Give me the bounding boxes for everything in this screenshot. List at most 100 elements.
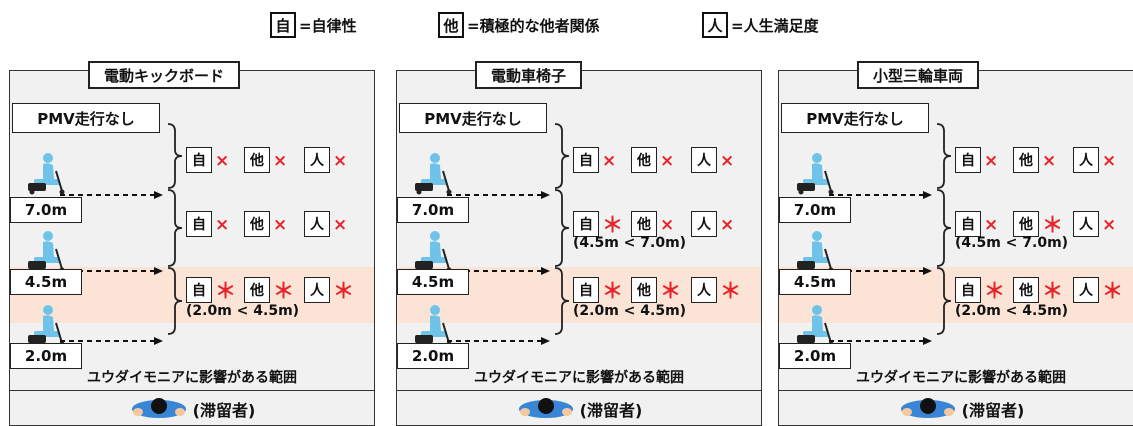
result-symbol: 人 xyxy=(691,211,717,237)
result-symbol: 他 xyxy=(631,211,657,237)
range-bracket-icon xyxy=(554,123,570,189)
pmv-rider xyxy=(26,229,70,273)
approach-arrow xyxy=(60,261,164,275)
result-mark: × xyxy=(720,215,735,235)
bracket-path xyxy=(936,189,952,267)
vehicle-body xyxy=(797,261,815,269)
result-mark: × xyxy=(602,151,617,171)
range-bracket-icon xyxy=(936,189,952,267)
result-mark: × xyxy=(1102,215,1117,235)
rider-head xyxy=(43,305,53,315)
range-bracket-icon xyxy=(167,189,183,267)
result-symbol: 他 xyxy=(1013,211,1039,237)
arrow-head xyxy=(541,267,550,275)
rider-head xyxy=(430,153,440,163)
vehicle-handle xyxy=(55,248,63,270)
bracket-path xyxy=(554,267,570,335)
distance-label: 4.5m xyxy=(779,269,851,295)
stayer: (滞留者) xyxy=(779,397,1133,421)
legend-label: =積極的な他者関係 xyxy=(467,16,600,35)
pmv-rider-icon xyxy=(28,153,65,195)
stayer: (滞留者) xyxy=(10,397,374,421)
result-symbol: 人 xyxy=(691,277,717,303)
stayer-person-icon xyxy=(900,398,955,418)
pmv-rider xyxy=(26,303,70,347)
result-mark: ＊ xyxy=(273,279,294,303)
result-mark: ＊ xyxy=(720,279,741,303)
result-symbol: 人 xyxy=(304,147,330,173)
rider-head xyxy=(43,153,53,163)
result-symbol: 自 xyxy=(186,277,212,303)
vehicle-body xyxy=(415,183,433,191)
result-mark: ＊ xyxy=(1042,279,1063,303)
result-symbol: 人 xyxy=(304,277,330,303)
range-bracket xyxy=(553,267,571,335)
no-pmv-label: PMV走行なし xyxy=(12,103,160,133)
rider-body xyxy=(430,241,441,257)
result-row: 自＊他＊人＊ xyxy=(186,277,374,307)
stayer-person-icon xyxy=(518,398,573,418)
result-symbol: 他 xyxy=(1013,147,1039,173)
legend-symbol: 他 xyxy=(438,12,464,38)
bracket-path xyxy=(167,123,183,189)
pmv-rider xyxy=(26,151,70,195)
result-mark: ＊ xyxy=(602,279,623,303)
range-note: (4.5m < 7.0m) xyxy=(955,235,1069,251)
range-bracket xyxy=(553,189,571,267)
approach-arrow xyxy=(829,261,933,275)
pmv-rider-icon xyxy=(797,231,834,273)
approach-arrow-icon xyxy=(829,267,932,275)
range-bracket-icon xyxy=(936,267,952,335)
vehicle-wheel xyxy=(828,189,834,195)
result-symbol: 自 xyxy=(186,211,212,237)
stayer-head xyxy=(150,398,167,414)
arrow-head xyxy=(154,337,163,345)
rider-body xyxy=(43,241,54,257)
stayer-hand xyxy=(943,408,954,416)
result-mark: × xyxy=(1102,151,1117,171)
approach-arrow xyxy=(829,331,933,345)
bracket-path xyxy=(554,123,570,189)
result-mark: ＊ xyxy=(1102,279,1123,303)
result-symbol: 他 xyxy=(244,147,270,173)
pmv-rider-icon xyxy=(28,305,65,347)
rider-body xyxy=(43,315,54,331)
legend: 自 =自律性 他 =積極的な他者関係 人 =人生満足度 xyxy=(0,6,1133,46)
arrow-head xyxy=(923,191,932,199)
approach-arrow xyxy=(829,185,933,199)
stayer-head xyxy=(919,398,936,414)
range-note: (4.5m < 7.0m) xyxy=(573,235,687,251)
legend-item-relations: 他 =積極的な他者関係 xyxy=(438,10,600,40)
arrow-head xyxy=(923,267,932,275)
distance-label: 7.0m xyxy=(397,197,469,223)
stayer-hand xyxy=(519,408,530,416)
result-mark: × xyxy=(984,215,999,235)
range-note: (2.0m < 4.5m) xyxy=(186,303,300,319)
approach-arrow-icon xyxy=(60,267,163,275)
result-mark: × xyxy=(984,151,999,171)
approach-arrow xyxy=(447,185,551,199)
range-bracket xyxy=(935,189,953,267)
range-bracket-icon xyxy=(167,267,183,335)
result-row: 自×他×人× xyxy=(955,147,1133,177)
vehicle-body xyxy=(797,335,815,343)
distance-label: 7.0m xyxy=(779,197,851,223)
bracket-path xyxy=(936,123,952,189)
influence-caption: ユウダイモニアに影響がある範囲 xyxy=(856,370,1066,386)
approach-arrow-icon xyxy=(829,337,932,345)
range-bracket xyxy=(935,123,953,189)
legend-label: =人生満足度 xyxy=(731,16,819,35)
result-symbol: 人 xyxy=(691,147,717,173)
stayer-hand xyxy=(174,408,185,416)
range-bracket-icon xyxy=(554,267,570,335)
range-note: (2.0m < 4.5m) xyxy=(573,303,687,319)
result-row: 自＊他＊人＊ xyxy=(955,277,1133,307)
stayer-label: (滞留者) xyxy=(579,401,643,420)
vehicle-wheel xyxy=(416,189,422,195)
distance-label: 7.0m xyxy=(10,197,82,223)
pmv-rider-icon xyxy=(415,231,452,273)
result-mark: × xyxy=(333,151,348,171)
approach-arrow-icon xyxy=(60,191,163,199)
